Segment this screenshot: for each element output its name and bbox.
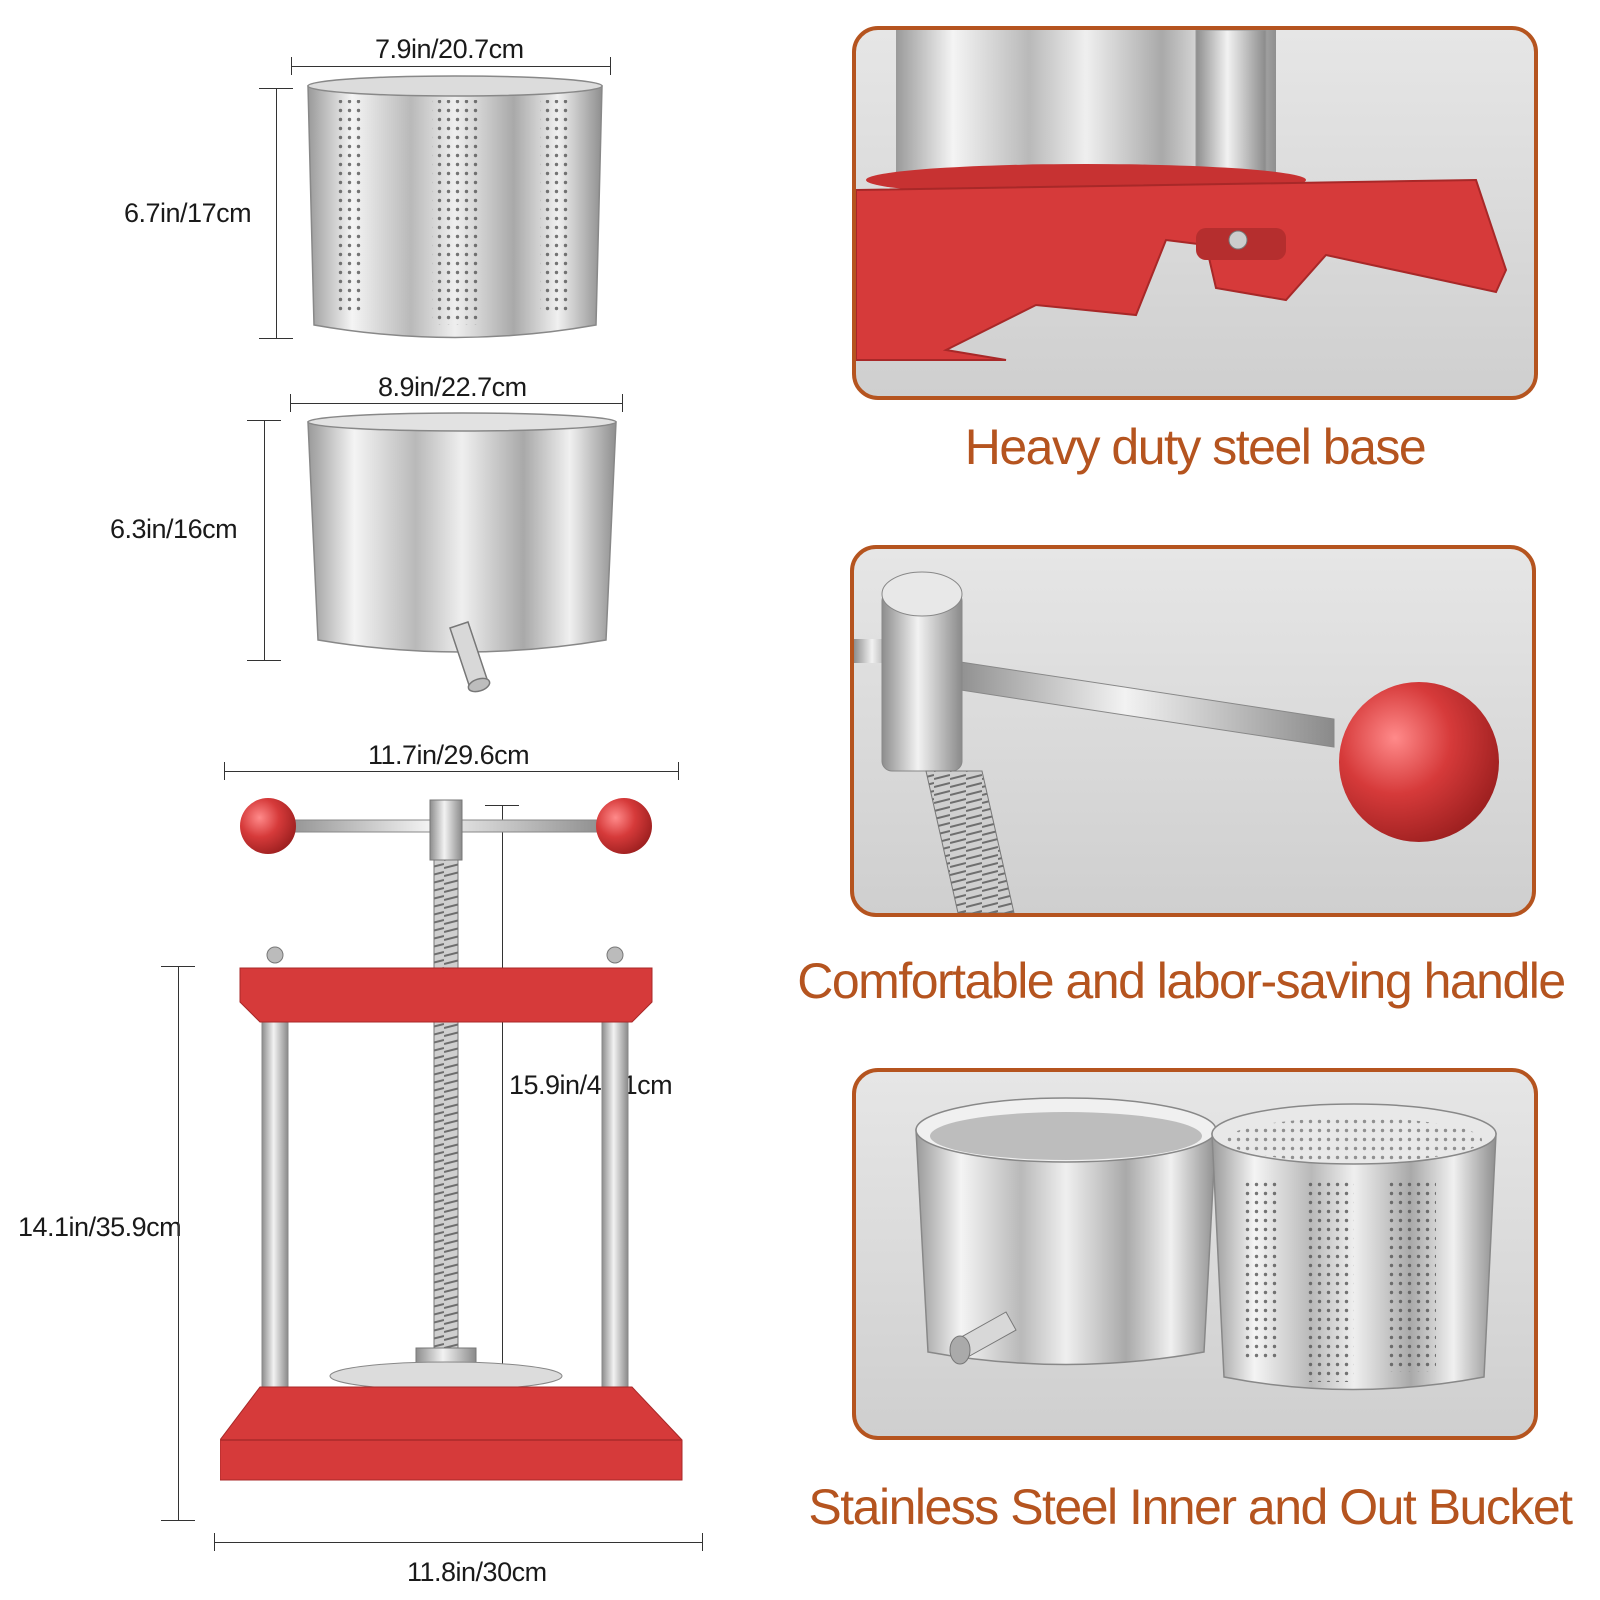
- press-diagram: 11.7in/29.6cm 15.9in/40.1cm 14.1in/35.9c…: [0, 740, 740, 1600]
- outer-bucket-width-label: 8.9in/22.7cm: [378, 372, 527, 402]
- red-knob-icon: [1339, 682, 1499, 842]
- feature-caption-handle: Comfortable and labor-saving handle: [797, 953, 1566, 1009]
- feature-caption-base: Heavy duty steel base: [964, 419, 1427, 475]
- tick: [224, 762, 225, 780]
- tick: [610, 57, 611, 75]
- tick: [259, 338, 293, 339]
- outer-bucket-height-label: 6.3in/16cm: [110, 514, 238, 544]
- tick: [247, 420, 281, 421]
- tick: [247, 660, 281, 661]
- feature-panel-handle: [850, 545, 1536, 917]
- feature-panel-buckets: [852, 1068, 1538, 1440]
- steel-base-closeup-icon: [856, 30, 1508, 361]
- pillar-right: [601, 1009, 629, 1391]
- feature-panel-base: [852, 26, 1538, 400]
- buckets-closeup-icon: [915, 1097, 1497, 1391]
- press-plate: [329, 1361, 563, 1391]
- handle-width-line: [224, 771, 678, 772]
- outer-bucket-width-line: [290, 403, 622, 404]
- tick: [678, 762, 679, 780]
- handle-knob-right: [596, 798, 652, 854]
- tick: [702, 1533, 703, 1551]
- tick: [290, 394, 291, 412]
- tick: [485, 805, 519, 806]
- handle-width-label: 11.7in/29.6cm: [368, 740, 530, 770]
- fruit-press-icon: [220, 798, 683, 1481]
- frame-height-line: [178, 966, 179, 1520]
- pillar-left: [261, 1009, 289, 1391]
- tick: [291, 57, 292, 75]
- handle-closeup-icon: [854, 571, 1499, 913]
- inner-bucket-height-line: [276, 88, 277, 338]
- tick: [622, 394, 623, 412]
- screw-height-line: [502, 805, 503, 1427]
- handle-nut: [429, 799, 463, 861]
- tick: [161, 966, 195, 967]
- red-base: [220, 1386, 683, 1481]
- tick: [214, 1533, 215, 1551]
- inner-bucket-width-line: [291, 66, 611, 67]
- outer-bucket-diagram: 8.9in/22.7cm 6.3in/16cm: [0, 360, 740, 720]
- base-width-label: 11.8in/30cm: [407, 1557, 547, 1587]
- screw-rod: [433, 859, 459, 1351]
- handle-knob-left: [240, 798, 296, 854]
- outer-bucket-icon: [307, 412, 617, 693]
- base-width-line: [214, 1542, 702, 1543]
- screw-height-label: 15.9in/40.1cm: [509, 1070, 673, 1100]
- inner-bucket-diagram: 7.9in/20.7cm 6.7in/17cm: [0, 0, 740, 360]
- outer-bucket-height-line: [264, 420, 265, 660]
- tick: [259, 88, 293, 89]
- top-crossbar: [239, 967, 653, 1023]
- inner-bucket-width-label: 7.9in/20.7cm: [375, 34, 524, 64]
- spout-icon: [449, 621, 491, 693]
- feature-caption-buckets: Stainless Steel Inner and Out Bucket: [808, 1479, 1573, 1535]
- inner-bucket-height-label: 6.7in/17cm: [124, 198, 252, 228]
- frame-height-label: 14.1in/35.9cm: [18, 1212, 182, 1242]
- tick: [161, 1520, 195, 1521]
- perforated-bucket-icon: [307, 75, 603, 339]
